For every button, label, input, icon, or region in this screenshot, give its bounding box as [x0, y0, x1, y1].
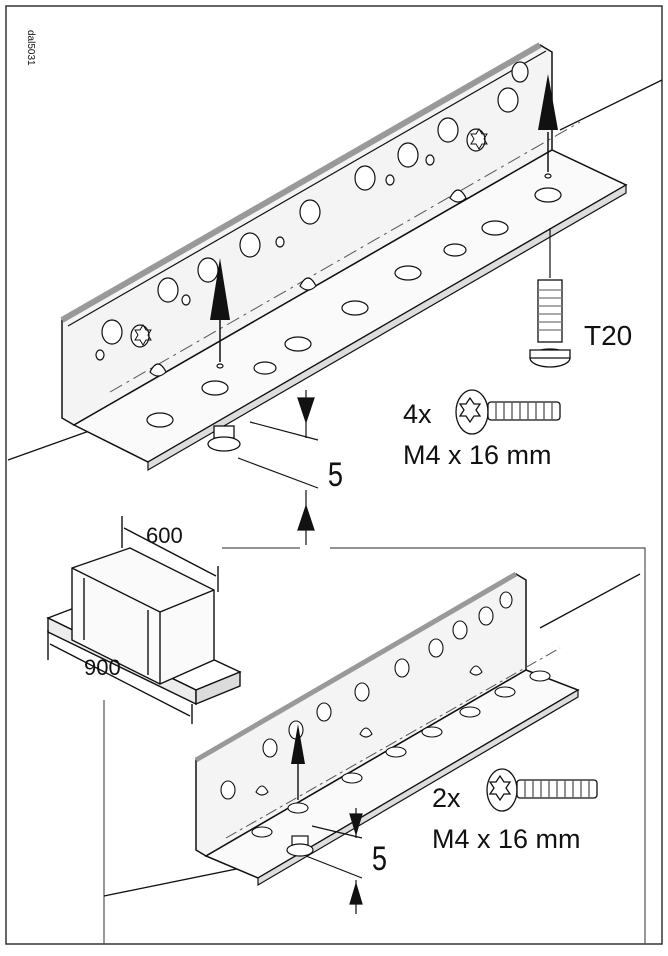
gap-dimension-bottom: [305, 808, 363, 914]
depth-dimension-label: 900: [84, 655, 121, 680]
screw-size-bottom: M4 x 16 mm: [432, 824, 581, 854]
lift-arrow-right: [538, 74, 558, 130]
gap-dimension-top: [237, 390, 319, 545]
width-dimension-label: 600: [146, 523, 183, 548]
screw-under-rail-bottom: [286, 835, 314, 857]
cabinet-icon: [46, 516, 242, 724]
screw-icon-2x: [486, 768, 598, 812]
screw-quantity-top: 4x: [403, 399, 432, 429]
outer-frame: [5, 5, 663, 945]
top-rail: [60, 42, 628, 472]
figure-code: dal5031: [25, 30, 36, 66]
screw-quantity-bottom: 2x: [432, 783, 461, 813]
gap-label-bottom: 5: [371, 840, 388, 878]
screw-size-top: M4 x 16 mm: [403, 440, 552, 470]
lift-arrow-bottom: [291, 724, 305, 764]
bottom-rail: [194, 571, 580, 887]
lift-arrow-left: [210, 258, 230, 320]
gap-label-top: 5: [327, 456, 344, 494]
bottom-panel: [103, 571, 641, 914]
screw-under-rail: [207, 425, 241, 452]
screw-t20: [529, 228, 571, 368]
bottom-panel-frame: [103, 547, 646, 944]
screw-icon-4x: [455, 389, 561, 435]
screw-drive-label: T20: [584, 320, 633, 351]
top-panel: [7, 42, 663, 545]
